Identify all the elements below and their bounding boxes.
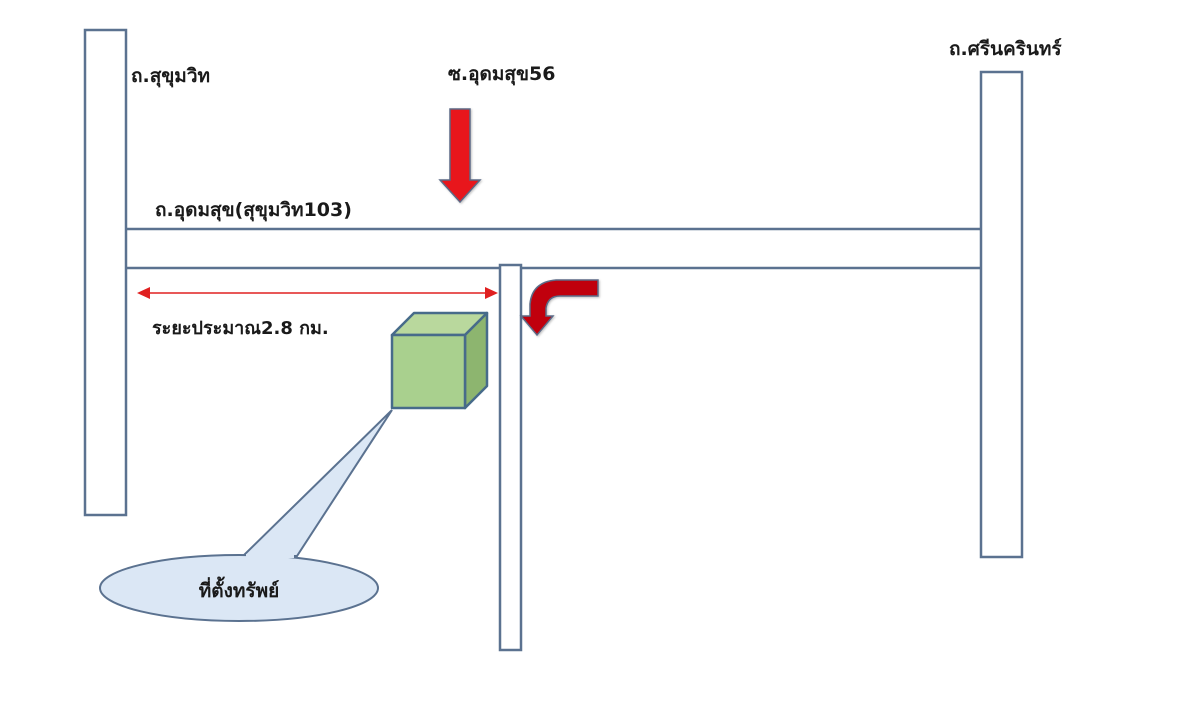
distance-arrow-left-icon — [137, 287, 150, 299]
callout-tail — [240, 409, 393, 557]
udomsuk-road — [126, 227, 981, 270]
distance-label: ระยะประมาณ2.8 กม. — [152, 318, 329, 339]
sukhumvit-road — [83, 28, 128, 517]
down-arrow-icon — [438, 108, 482, 204]
srinakarin-label: ถ.ศรีนครินทร์ — [949, 38, 1062, 60]
property-cube-icon — [390, 311, 489, 410]
srinakarin-road — [979, 70, 1024, 559]
distance-arrow-right-icon — [485, 287, 498, 299]
callout-bubble — [99, 554, 379, 622]
soi-label: ซ.อุดมสุข56 — [448, 63, 555, 86]
sukhumvit-label: ถ.สุขุมวิท — [131, 65, 210, 88]
turn-arrow-icon — [519, 279, 599, 337]
soi-udomsuk-56-road — [498, 263, 523, 652]
callout-label: ที่ตั้งทรัพย์ — [199, 576, 280, 602]
udomsuk-label: ถ.อุดมสุข(สุขุมวิท103) — [155, 199, 352, 222]
